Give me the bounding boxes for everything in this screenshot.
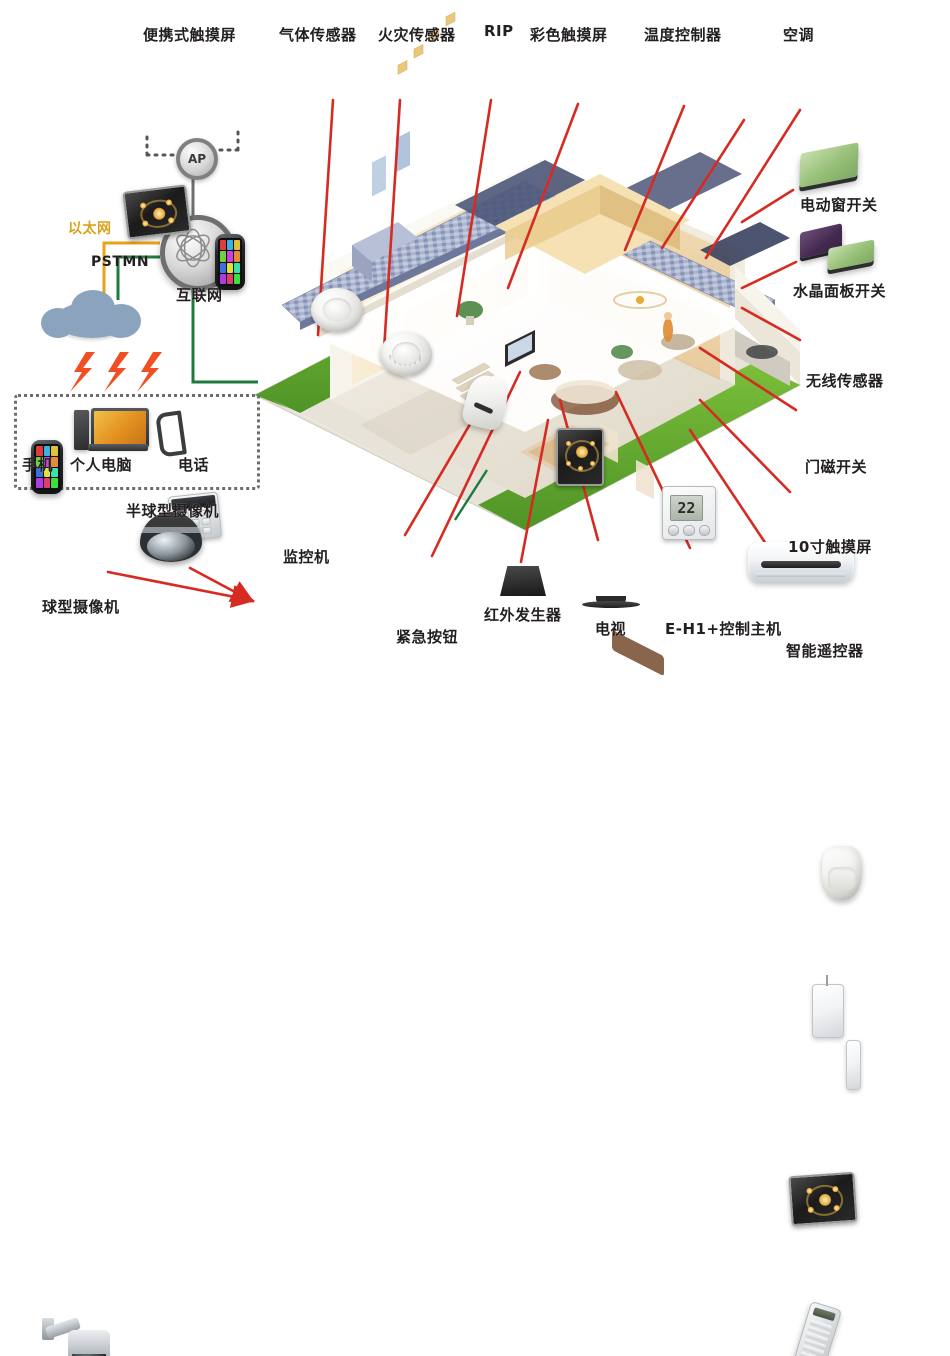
device-label-temperature-controller: 温度控制器 bbox=[644, 26, 722, 44]
internet-atom-icon bbox=[176, 228, 210, 268]
device-label-crystal-panel-switch: 水晶面板开关 bbox=[793, 282, 887, 300]
air-conditioner-icon bbox=[748, 542, 854, 582]
ap-label: AP bbox=[187, 152, 207, 166]
smoke-detector-icon bbox=[311, 288, 363, 332]
green-panel-switch-icon bbox=[799, 142, 859, 188]
pir-motion-sensor-icon bbox=[822, 846, 862, 900]
door-contact-magnet-icon bbox=[846, 1040, 861, 1090]
wireless-cloud-icon bbox=[41, 290, 141, 338]
ir-emitter-icon bbox=[500, 566, 546, 596]
device-label-dome-camera: 半球型摄像机 bbox=[126, 502, 220, 520]
remote-item-label-1: 个人电脑 bbox=[70, 456, 133, 474]
device-label-ball-camera: 球型摄像机 bbox=[42, 598, 120, 616]
device-label-smart-remote: 智能遥控器 bbox=[786, 642, 864, 660]
internet-label: 互联网 bbox=[176, 286, 223, 304]
computer-tower-icon bbox=[74, 410, 89, 450]
device-label-surveillance-recorder: 监控机 bbox=[283, 548, 330, 566]
desktop-computer-icon bbox=[91, 408, 149, 448]
device-label-emergency-button: 紧急按钮 bbox=[396, 628, 459, 646]
device-label-electric-window-switch: 电动窗开关 bbox=[800, 196, 878, 214]
pstn-label: PSTMN bbox=[91, 254, 150, 270]
color-panel-icon bbox=[556, 428, 604, 486]
tv-base-icon bbox=[582, 601, 640, 608]
device-label-color-touchscreen: 彩色触摸屏 bbox=[530, 26, 608, 44]
device-label-infrared-emitter: 红外发生器 bbox=[484, 606, 562, 624]
device-label-air-conditioner: 空调 bbox=[783, 26, 815, 44]
device-label-fire-sensor: 火灾传感器 bbox=[378, 26, 456, 44]
device-label-ten-inch-touchscreen: 10寸触摸屏 bbox=[788, 538, 872, 556]
touchscreen-panel-icon bbox=[788, 1171, 858, 1227]
pir-sensor-icon bbox=[460, 371, 512, 433]
ptz-camera-icon bbox=[42, 1317, 116, 1356]
remote-access-group bbox=[14, 394, 260, 490]
thermostat-icon: 22 bbox=[662, 486, 716, 540]
ethernet-label: 以太网 bbox=[68, 221, 112, 237]
tv-stand-icon bbox=[596, 596, 626, 603]
remote-item-label-0: 手机 bbox=[22, 456, 54, 474]
device-label-gas-sensor: 气体传感器 bbox=[279, 26, 357, 44]
device-label-television: 电视 bbox=[595, 620, 627, 638]
device-label-rip: RIP bbox=[484, 22, 514, 40]
dome-camera-icon bbox=[140, 512, 202, 562]
device-label-wireless-sensor: 无线传感器 bbox=[806, 372, 884, 390]
remote-item-label-2: 电话 bbox=[178, 456, 210, 474]
wireless-ap-node[interactable]: AP bbox=[176, 138, 218, 180]
portable-smartphone-icon bbox=[215, 234, 245, 290]
door-contact-icon bbox=[812, 975, 844, 1038]
fire-detector-icon bbox=[380, 332, 432, 376]
device-label-door-magnetic-switch: 门磁开关 bbox=[805, 458, 868, 476]
remote-control-icon bbox=[789, 1300, 843, 1356]
mobile-phone-icon bbox=[31, 440, 63, 494]
device-label-portable-touchscreen: 便携式触摸屏 bbox=[143, 26, 237, 44]
thermostat-display: 22 bbox=[669, 495, 703, 522]
device-label-control-host: E-H1+控制主机 bbox=[665, 620, 782, 638]
smart-home-topology-diagram: AP 以太网 PSTMN 互联网 手机 个人电脑 bbox=[0, 0, 950, 678]
keyboard-icon bbox=[88, 444, 148, 451]
tablet-icon bbox=[122, 184, 192, 240]
